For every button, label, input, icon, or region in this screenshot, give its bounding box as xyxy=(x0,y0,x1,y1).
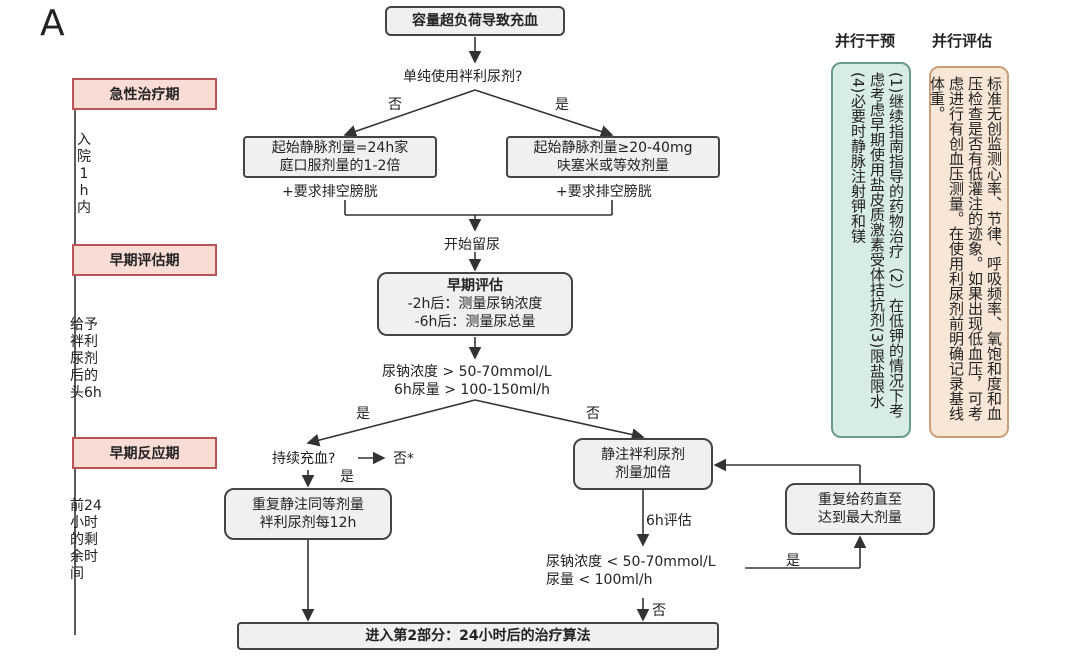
dose-right-line1: 起始静脉剂量≥20-40mg xyxy=(533,140,693,156)
double-dose-line2: 剂量加倍 xyxy=(615,465,671,481)
parallel-evaluation-panel: 标准无创监测心率、节律、呼吸频率、氧饱和度和血压检查是否有低灌注的迹象。如果出现… xyxy=(928,66,1009,438)
phase-acute-note: 入 院 1 h 内 xyxy=(77,132,91,216)
early-eval-line1: -2h后：测量尿钠浓度 xyxy=(407,296,543,312)
parallel-evaluation-text: 标准无创监测心率、节律、呼吸频率、氧饱和度和血压检查是否有低灌注的迹象。如果出现… xyxy=(928,76,1003,421)
double-dose-line1: 静注袢利尿剂 xyxy=(601,447,685,463)
dose-left-box: 起始静脉剂量=24h家 庭口服剂量的1-2倍 xyxy=(243,136,437,178)
repeat-dose-line2: 袢利尿剂每12h xyxy=(259,515,357,531)
parallel-intervention-text: (1)继续指南指导的药物治疗（2）在低钾的情况下考虑考虑早期使用盐皮质激素受体拮… xyxy=(849,72,905,418)
early-eval-line2: -6h后：测量尿总量 xyxy=(414,314,536,330)
parallel-intervention-panel: (1)继续指南指导的药物治疗（2）在低钾的情况下考虑考虑早期使用盐皮质激素受体拮… xyxy=(831,62,911,438)
condition2-line1: 尿钠浓度 < 50-70mmol/L xyxy=(546,554,716,570)
label-yes-3: 是 xyxy=(786,553,800,569)
double-dose-box: 静注袢利尿剂 剂量加倍 xyxy=(573,438,713,490)
congestion-box: 容量超负荷导致充血 xyxy=(385,6,565,36)
condition1-line1: 尿钠浓度 > 50-70mmol/L xyxy=(382,364,552,380)
early-eval-title: 早期评估 xyxy=(447,278,503,294)
phase-acute: 急性治疗期 xyxy=(72,78,217,110)
phase-early-eval: 早期评估期 xyxy=(72,244,217,276)
phase-early-eval-note: 给予 袢利 尿剂 后的 头6h xyxy=(70,317,102,401)
early-eval-box: 早期评估 -2h后：测量尿钠浓度 -6h后：测量尿总量 xyxy=(377,272,573,336)
final-algorithm-text: 进入第2部分：24小时后的治疗算法 xyxy=(365,628,591,644)
repeat-dose-line1: 重复静注同等剂量 xyxy=(252,497,364,513)
max-dose-line1: 重复给药直至 xyxy=(818,492,902,508)
phase-early-response-note: 前24 小时 的剩 余时 间 xyxy=(70,498,102,582)
parallel-evaluation-title: 并行评估 xyxy=(932,32,993,50)
dose-left-line2: 庭口服剂量的1-2倍 xyxy=(279,158,401,174)
loop-diuretic-question: 单纯使用袢利尿剂? xyxy=(403,69,523,85)
condition2-line2: 尿量 < 100ml/h xyxy=(546,572,653,588)
six-hour-eval: 6h评估 xyxy=(646,513,692,529)
final-algorithm-box: 进入第2部分：24小时后的治疗算法 xyxy=(237,622,719,650)
start-urine-collection: 开始留尿 xyxy=(444,237,500,253)
condition1-line2: 6h尿量 > 100-150ml/h xyxy=(394,382,551,398)
label-no-1: 否 xyxy=(388,97,402,113)
max-dose-box: 重复给药直至 达到最大剂量 xyxy=(785,483,935,535)
dose-right-line2: 呋塞米或等效剂量 xyxy=(557,158,669,174)
left-bladder-note: +要求排空膀胱 xyxy=(282,184,378,200)
dose-right-box: 起始静脉剂量≥20-40mg 呋塞米或等效剂量 xyxy=(506,136,720,178)
congestion-box-text: 容量超负荷导致充血 xyxy=(412,13,538,29)
label-yes-2: 是 xyxy=(356,406,370,422)
max-dose-line2: 达到最大剂量 xyxy=(818,510,902,526)
label-no-star: 否* xyxy=(393,451,414,467)
label-yes-persist: 是 xyxy=(340,469,354,485)
figure-label: A xyxy=(40,3,65,44)
label-yes-1: 是 xyxy=(555,97,569,113)
persistent-congestion-question: 持续充血? xyxy=(272,451,336,467)
phase-early-response: 早期反应期 xyxy=(72,437,217,469)
parallel-intervention-title: 并行干预 xyxy=(835,32,896,50)
right-bladder-note: +要求排空膀胱 xyxy=(556,184,652,200)
dose-left-line1: 起始静脉剂量=24h家 xyxy=(271,140,409,156)
repeat-dose-box: 重复静注同等剂量 袢利尿剂每12h xyxy=(224,488,392,540)
label-no-2: 否 xyxy=(586,406,600,422)
label-no-3: 否 xyxy=(652,603,666,619)
